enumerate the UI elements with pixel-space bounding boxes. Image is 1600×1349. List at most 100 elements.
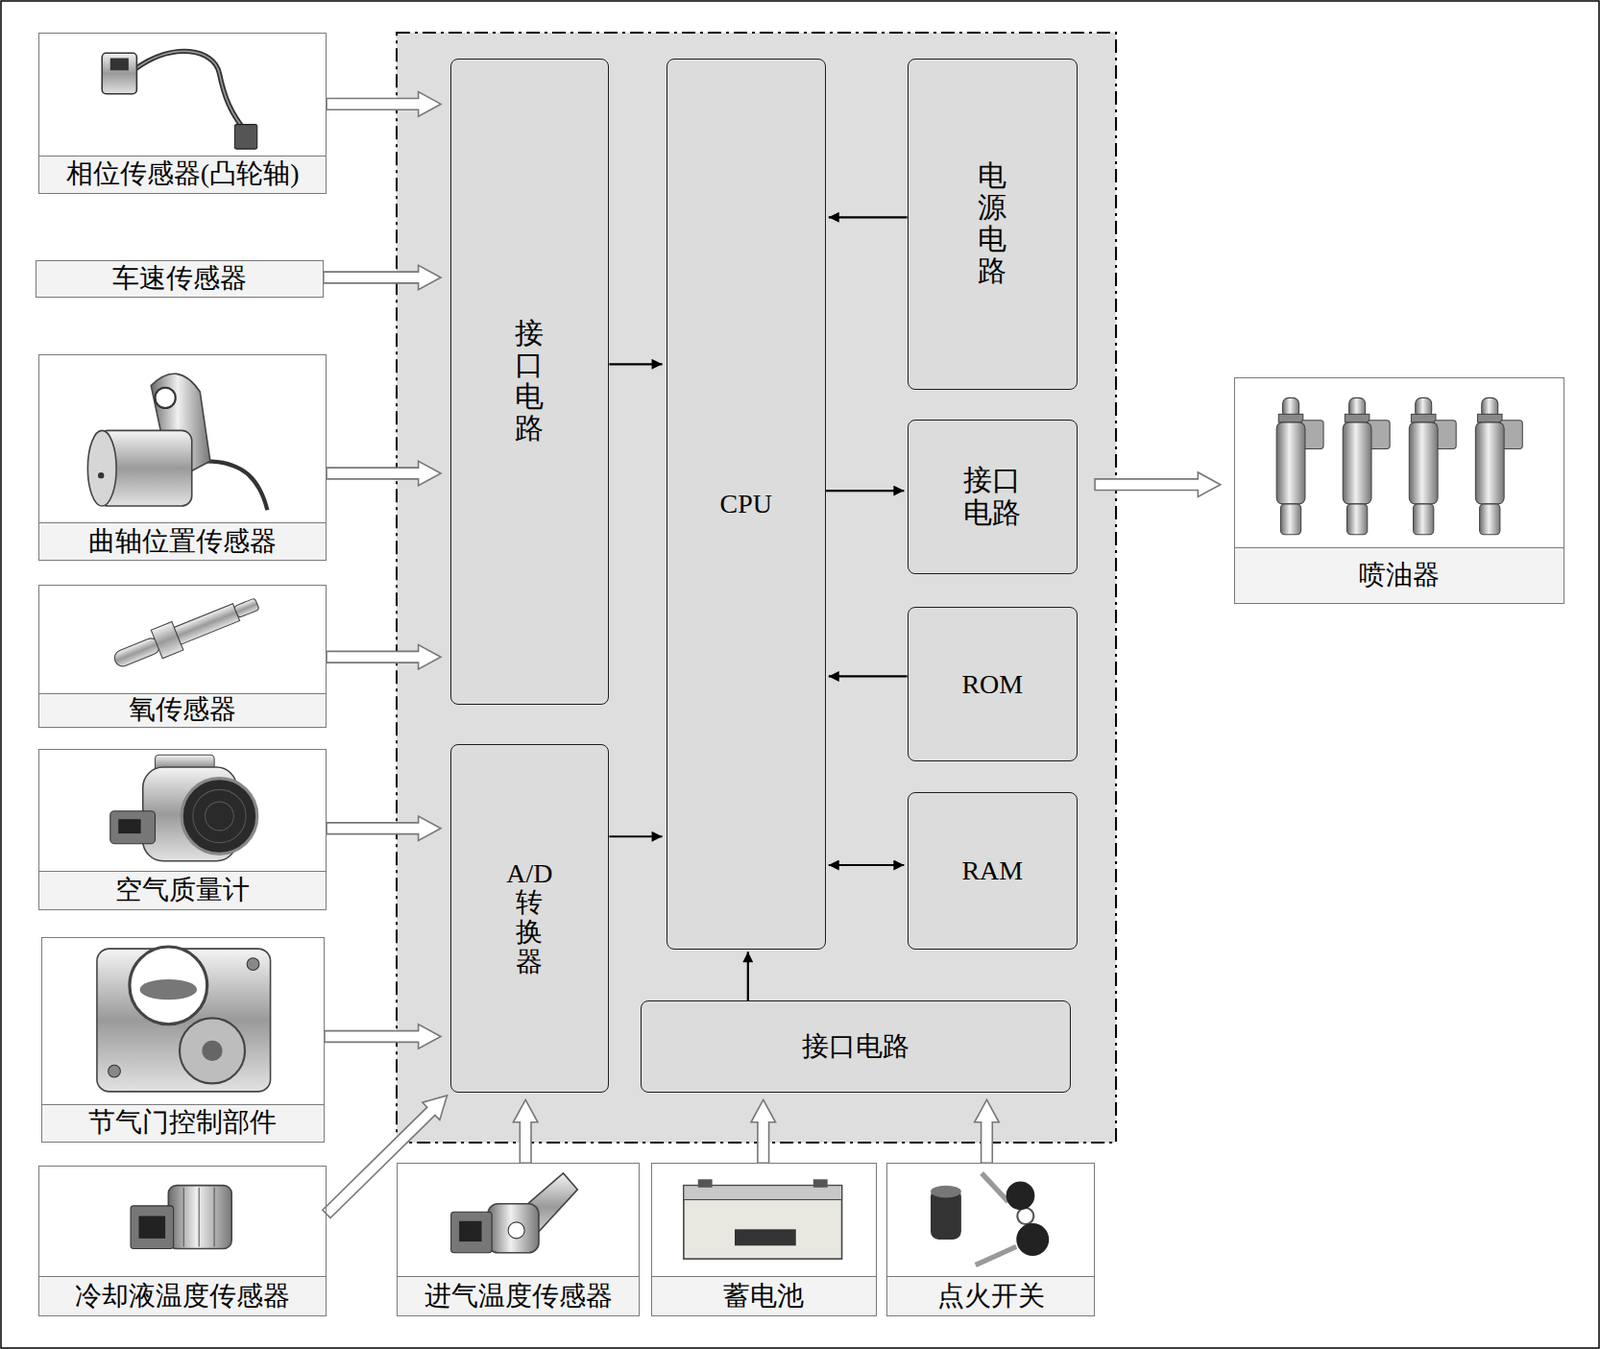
signal-arrow [324, 1024, 441, 1050]
ignition-switch-icon [975, 1246, 1018, 1265]
ecu-block: RAM [907, 792, 1078, 951]
illustrations [87, 50, 1523, 1265]
coolant-temp-sensor-icon [198, 1187, 200, 1248]
ecu-block: CPU [666, 58, 826, 951]
ecu-block: A/D转换器 [450, 744, 610, 1093]
coolant-temp-sensor-icon [168, 1186, 232, 1250]
ecu-block: 接口电路 [640, 1000, 1070, 1093]
block-label: 接口电路 [514, 317, 544, 445]
crankshaft-sensor-icon [206, 460, 268, 510]
signal-arrow [326, 645, 441, 671]
injector-icons [1478, 413, 1504, 423]
block-label: 接口电路 [801, 1030, 910, 1064]
camshaft-sensor-icon [101, 50, 258, 149]
camshaft-sensor-icon [234, 124, 257, 150]
throttle-body-icon [129, 946, 208, 1025]
sensor-label: 空气质量计 [39, 871, 326, 909]
signal-arrow [323, 265, 441, 291]
block-label: A/D转换器 [504, 859, 556, 978]
crankshaft-sensor-icon [97, 472, 104, 479]
sensor-box: 冷却液温度传感器 [38, 1165, 327, 1316]
battery-icon [698, 1179, 713, 1188]
injector-icons [1408, 397, 1456, 534]
injector-icons [1408, 422, 1438, 505]
air-mass-meter-icon [193, 789, 246, 843]
injector-icons [1342, 422, 1372, 505]
sensor-label: 点火开关 [887, 1276, 1094, 1315]
sensor-box: 点火开关 [886, 1163, 1095, 1316]
intake-temp-sensor-icon [451, 1212, 493, 1254]
ignition-switch-icon [1006, 1181, 1036, 1211]
coolant-temp-sensor-icon [130, 1206, 174, 1250]
injector-icons [1344, 413, 1370, 423]
ignition-switch-icon [930, 1186, 962, 1199]
bus-arrow [608, 363, 662, 365]
injector-icons [1410, 413, 1436, 423]
camshaft-sensor-icon [134, 50, 245, 131]
injector-icons [1475, 422, 1504, 505]
signal-arrow [322, 1095, 448, 1219]
ignition-switch-icon [1017, 1208, 1034, 1225]
block-label: ROM [961, 668, 1023, 702]
sensor-label: 喷油器 [1235, 547, 1564, 604]
sensor-label: 相位传感器(凸轮轴) [39, 155, 326, 194]
sensor-box: 相位传感器(凸轮轴) [38, 32, 327, 194]
sensor-box: 车速传感器 [35, 260, 324, 298]
sensor-label: 节气门控制部件 [42, 1104, 324, 1142]
injector-icons [1278, 413, 1304, 423]
coolant-temp-sensor-icon [183, 1187, 185, 1248]
block-label: CPU [719, 487, 772, 521]
sensor-label: 氧传感器 [39, 693, 326, 728]
throttle-body-icon [179, 1018, 245, 1084]
ignition-switch-icon [1016, 1223, 1049, 1257]
intake-temp-sensor-icon [487, 1204, 539, 1254]
air-mass-meter-icon [110, 811, 156, 845]
sensor-box: 氧传感器 [38, 584, 327, 728]
injector-icons [1475, 397, 1523, 534]
sensor-label: 蓄电池 [652, 1276, 876, 1315]
ecu-block: 电源电路 [907, 58, 1078, 390]
air-mass-meter-icon [181, 778, 258, 855]
oxygen-sensor-icon [173, 604, 240, 645]
battery-icon [734, 1229, 797, 1246]
bus-arrow [828, 216, 908, 219]
injector-icons [1342, 397, 1390, 534]
crankshaft-sensor-icon [87, 373, 267, 510]
intake-temp-sensor-icon [451, 1173, 579, 1254]
throttle-body-icon [246, 958, 260, 971]
ecu-region-outline [396, 32, 1116, 1143]
sensor-label: 曲轴位置传感器 [39, 522, 326, 560]
bus-arrow [825, 489, 905, 492]
injector-icons [1276, 397, 1324, 534]
throttle-body-icon [201, 1041, 222, 1062]
throttle-body-icon [108, 1065, 122, 1078]
coolant-temp-sensor-icon [214, 1187, 216, 1248]
ecu-block: 接口电路 [450, 58, 610, 706]
block-label: 电源电路 [977, 160, 1007, 288]
air-mass-meter-icon [110, 754, 258, 862]
intake-temp-sensor-icon [459, 1221, 482, 1242]
ecu-region: 接口电路CPU电源电路接口电路ROMRAMA/D转换器接口电路 [396, 32, 1116, 1143]
ignition-switch-icon [981, 1173, 1009, 1203]
ecu-block: ROM [907, 606, 1078, 761]
oxygen-sensor-icon [112, 635, 163, 669]
injector-icons [1347, 504, 1368, 535]
air-mass-meter-icon [118, 819, 141, 834]
injector-icons [1276, 397, 1523, 534]
sensor-box: 蓄电池 [651, 1163, 877, 1316]
injector-icons [1280, 504, 1301, 535]
bus-arrow [828, 864, 905, 867]
intake-temp-sensor-icon [508, 1222, 525, 1239]
battery-icon [813, 1179, 828, 1188]
throttle-body-icon [96, 946, 271, 1092]
battery-icon [683, 1186, 843, 1201]
coolant-temp-sensor-icon [130, 1186, 232, 1250]
battery-icon [683, 1186, 843, 1261]
crankshaft-sensor-icon [87, 430, 117, 507]
injector-icons [1479, 504, 1501, 535]
battery-icon [683, 1179, 843, 1260]
sensor-label: 冷却液温度传感器 [39, 1276, 326, 1315]
signal-arrow [326, 92, 441, 118]
